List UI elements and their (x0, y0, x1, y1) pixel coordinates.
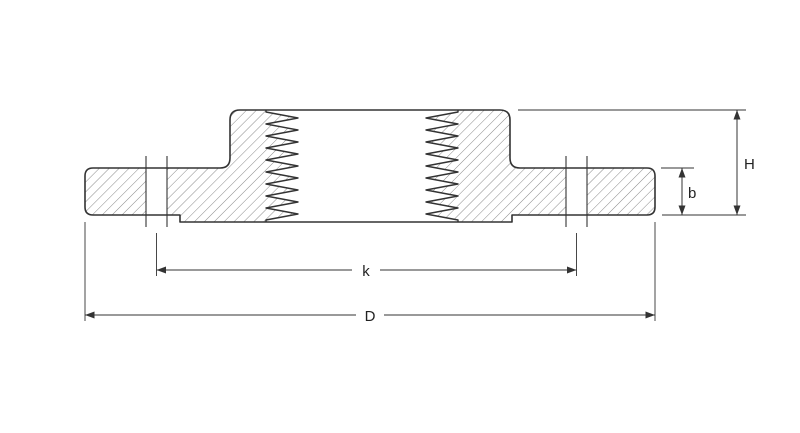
dimension-H (518, 109, 746, 216)
flange-section-hatching (85, 110, 655, 222)
dimension-b (661, 167, 694, 215)
dimension-label-H: H (744, 156, 755, 173)
thread-profile-right (425, 110, 459, 222)
flange-outline (84, 109, 656, 223)
thread-profile-left (265, 110, 299, 222)
dimension-D (84, 222, 656, 321)
dimension-label-b: b (688, 185, 696, 202)
dimension-label-D: D (365, 308, 376, 325)
bolt-hole-right (565, 156, 588, 227)
bolt-hole-left (145, 156, 168, 227)
dimension-label-k: k (362, 263, 370, 280)
dimension-k (156, 233, 577, 276)
